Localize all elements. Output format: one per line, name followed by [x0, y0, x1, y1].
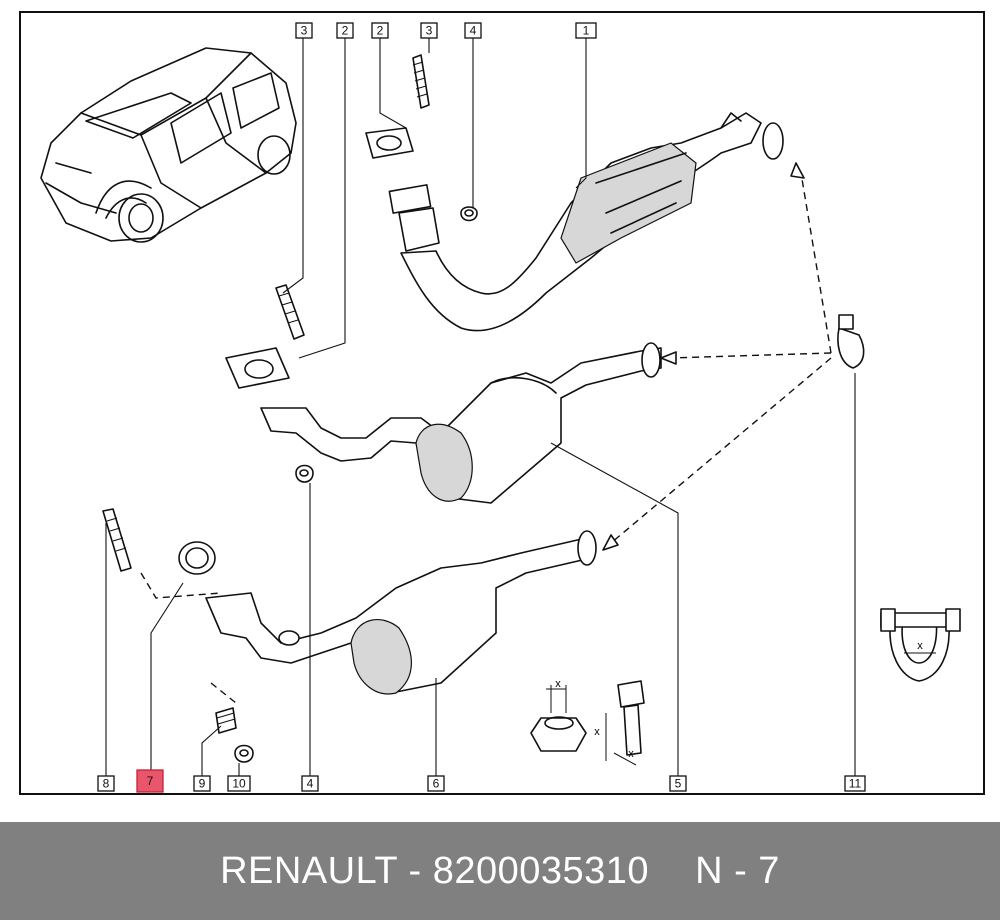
- svg-text:4: 4: [470, 24, 477, 38]
- svg-text:11: 11: [849, 777, 862, 791]
- nut-and-bolt: x x x: [530, 678, 645, 766]
- assembly-arrows: [602, 162, 832, 551]
- diagram-frame: x x x x: [19, 11, 985, 795]
- callout-8: 8: [97, 775, 115, 792]
- svg-text:8: 8: [103, 777, 110, 791]
- callout-6: 6: [427, 775, 445, 792]
- caption-text: RENAULT - 8200035310 N - 7: [220, 850, 780, 893]
- callout-2-left: 2: [336, 22, 354, 39]
- svg-text:3: 3: [301, 24, 308, 38]
- svg-text:2: 2: [342, 24, 349, 38]
- callout-5: 5: [669, 775, 687, 792]
- svg-text:3: 3: [426, 24, 433, 38]
- bolt-head-dimension-mark: x: [628, 748, 634, 760]
- caption-bar: RENAULT - 8200035310 N - 7: [0, 822, 1000, 920]
- callout-3-top-left: 3: [295, 22, 313, 39]
- car-illustration: [40, 47, 297, 243]
- callout-3-top-right: 3: [420, 22, 438, 39]
- svg-text:2: 2: [377, 24, 384, 38]
- callout-10: 10: [227, 775, 251, 792]
- caption-separator: -: [408, 849, 422, 892]
- svg-text:7: 7: [147, 774, 154, 788]
- caption-brand: RENAULT: [220, 849, 398, 892]
- callout-2-right: 2: [371, 22, 389, 39]
- svg-text:4: 4: [307, 777, 314, 791]
- exhaust-clamp: x: [837, 314, 961, 682]
- bolt-length-dimension-mark: x: [594, 726, 600, 738]
- caption-position: N - 7: [695, 849, 780, 892]
- catalytic-converter-front-pipe: [388, 112, 784, 332]
- svg-text:10: 10: [232, 777, 246, 791]
- caption-part-number: 8200035310: [432, 849, 650, 892]
- intermediate-silencer-pipe: [225, 284, 662, 504]
- callout-9: 9: [193, 775, 211, 792]
- callout-1: 1: [575, 22, 597, 39]
- clamp-dimension-mark: x: [917, 640, 923, 652]
- rear-silencer-pipe: [102, 508, 597, 763]
- leader-lines: [105, 38, 856, 778]
- svg-text:5: 5: [675, 777, 682, 791]
- exhaust-diagram: x x x x: [40, 22, 961, 793]
- top-hardware: [365, 54, 478, 222]
- svg-text:6: 6: [433, 777, 440, 791]
- callout-7-highlighted: 7: [136, 769, 164, 793]
- nut-dimension-mark: x: [555, 678, 561, 690]
- callout-11: 11: [844, 775, 866, 792]
- svg-text:9: 9: [199, 777, 206, 791]
- svg-text:1: 1: [583, 24, 590, 38]
- callout-4-bottom: 4: [301, 775, 319, 792]
- callout-4-top: 4: [464, 22, 482, 39]
